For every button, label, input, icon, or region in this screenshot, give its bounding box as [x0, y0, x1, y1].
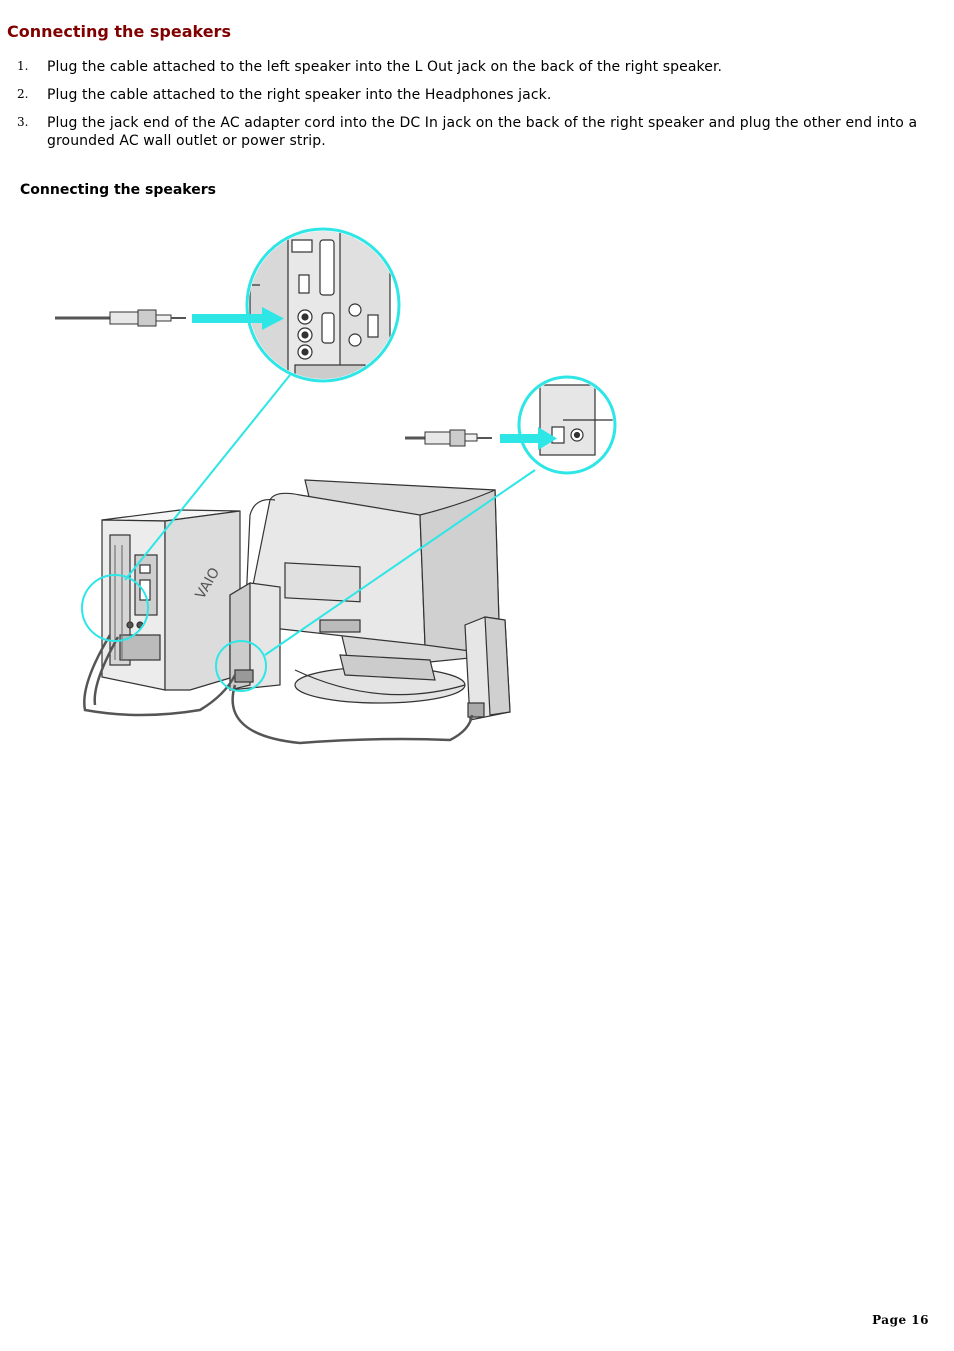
tower-panel-callout — [245, 227, 401, 383]
instruction-steps: 1. Plug the cable attached to the left s… — [17, 58, 927, 160]
step-number: 3. — [17, 115, 29, 129]
step-item: 2. Plug the cable attached to the right … — [17, 86, 927, 104]
step-item: 3. Plug the jack end of the AC adapter c… — [17, 114, 927, 150]
left-speaker-plug — [55, 309, 186, 327]
page-number: Page 16 — [872, 1313, 929, 1327]
computer-tower — [101, 509, 241, 691]
speaker-cables — [83, 634, 474, 745]
callout-lines — [124, 374, 536, 656]
left-speaker — [229, 581, 281, 691]
arrow-right-icon — [192, 307, 284, 330]
speaker-highlight-circle — [215, 640, 267, 692]
step-text: Plug the cable attached to the left spea… — [47, 59, 723, 75]
figure-caption: Connecting the speakers — [20, 182, 216, 198]
step-number: 1. — [17, 59, 29, 73]
speaker-jack-callout — [517, 375, 617, 475]
arrow-right-icon — [500, 427, 557, 450]
tower-highlight-circle — [81, 574, 149, 642]
step-number: 2. — [17, 87, 29, 101]
right-speaker-plug — [405, 429, 492, 447]
monitor — [244, 479, 501, 704]
step-text: Plug the cable attached to the right spe… — [47, 87, 552, 103]
page-title: Connecting the speakers — [7, 22, 231, 41]
right-speaker — [464, 616, 511, 721]
speaker-connection-illustration: VAIO — [55, 227, 617, 745]
step-item: 1. Plug the cable attached to the left s… — [17, 58, 927, 76]
step-text: Plug the jack end of the AC adapter cord… — [47, 115, 918, 149]
